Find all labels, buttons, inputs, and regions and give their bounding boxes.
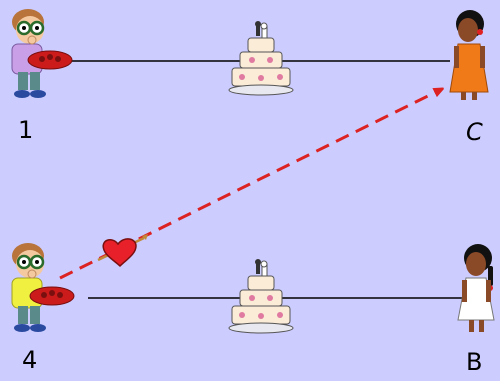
label-b: B [466,348,483,376]
label-4: 4 [22,346,38,374]
girl-icon[interactable] [457,244,495,332]
wedding-cake-icon[interactable] [228,259,294,334]
wedding-cake-icon[interactable] [228,21,294,96]
label-1: 1 [18,116,34,144]
boy-with-chocolates-icon[interactable] [11,243,75,332]
boy-with-chocolates-icon[interactable] [11,9,73,98]
heart-with-arrow-icon[interactable] [97,234,148,268]
girl-icon[interactable] [449,10,489,100]
label-c: C [466,118,483,146]
